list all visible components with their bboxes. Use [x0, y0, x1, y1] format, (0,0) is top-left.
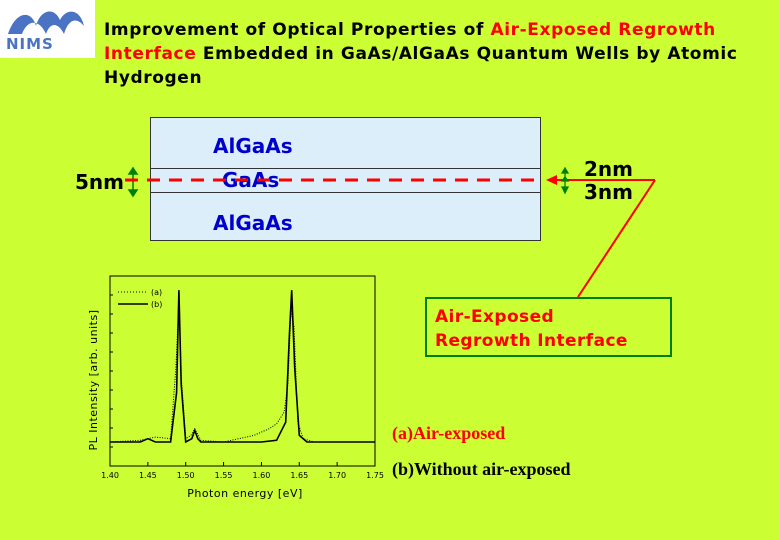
x-tick-label: 1.75	[366, 471, 384, 480]
bottom-layer-label: AlGaAs	[213, 211, 293, 235]
legend-b-text: (b)Without air-exposed	[392, 459, 571, 479]
x-tick-label: 1.50	[177, 471, 195, 480]
x-tick-label: 1.40	[101, 471, 119, 480]
interface-callout-box: Air-Exposed Regrowth Interface	[425, 297, 672, 357]
logo-wave-icon	[8, 11, 84, 35]
series-line-a	[109, 300, 375, 443]
chart-legend-a: (a)	[151, 288, 162, 297]
slide-title: Improvement of Optical Properties of Air…	[104, 18, 774, 90]
bottom-barrier-layer	[150, 192, 541, 241]
x-axis-label: Photon energy [eV]	[187, 487, 303, 500]
top-layer-label: AlGaAs	[213, 134, 293, 158]
nims-logo: NIMS	[0, 0, 95, 58]
callout-connector-line	[577, 179, 656, 298]
callout-line2: Regrowth Interface	[435, 331, 628, 351]
series-line-b	[110, 290, 375, 444]
x-tick-label: 1.45	[139, 471, 157, 480]
distance-arrows-icon	[560, 166, 570, 195]
upper-distance-label: 2nm	[584, 157, 633, 181]
y-axis-label: PL Intensity [arb. units]	[87, 310, 100, 451]
title-part2: Embedded in GaAs/AlGaAs Quantum Wells by…	[104, 44, 738, 88]
title-part1: Improvement of Optical Properties of	[104, 20, 491, 40]
callout-line1: Air-Exposed	[435, 307, 555, 327]
x-tick-label: 1.55	[215, 471, 233, 480]
well-thickness-arrow-icon	[127, 166, 139, 198]
well-thickness-label: 5nm	[75, 170, 124, 194]
chart-legend: (a) (b)	[118, 288, 162, 309]
title-highlight: Air-Exposed Regrowth Interface	[104, 20, 716, 64]
x-tick-label: 1.60	[253, 471, 271, 480]
x-tick-label: 1.65	[290, 471, 308, 480]
chart-legend-b: (b)	[151, 300, 162, 309]
lower-distance-label: 3nm	[584, 180, 633, 204]
interface-pointer-arrowhead-icon	[546, 175, 557, 185]
pl-spectrum-chart: 1.40 1.45 1.50 1.55 1.60 1.65 1.70 1.75 PL Inte…	[87, 275, 384, 500]
logo-text: NIMS	[6, 35, 54, 53]
x-tick-label: 1.70	[328, 471, 346, 480]
legend-a-text: (a)Air-exposed	[392, 423, 506, 443]
